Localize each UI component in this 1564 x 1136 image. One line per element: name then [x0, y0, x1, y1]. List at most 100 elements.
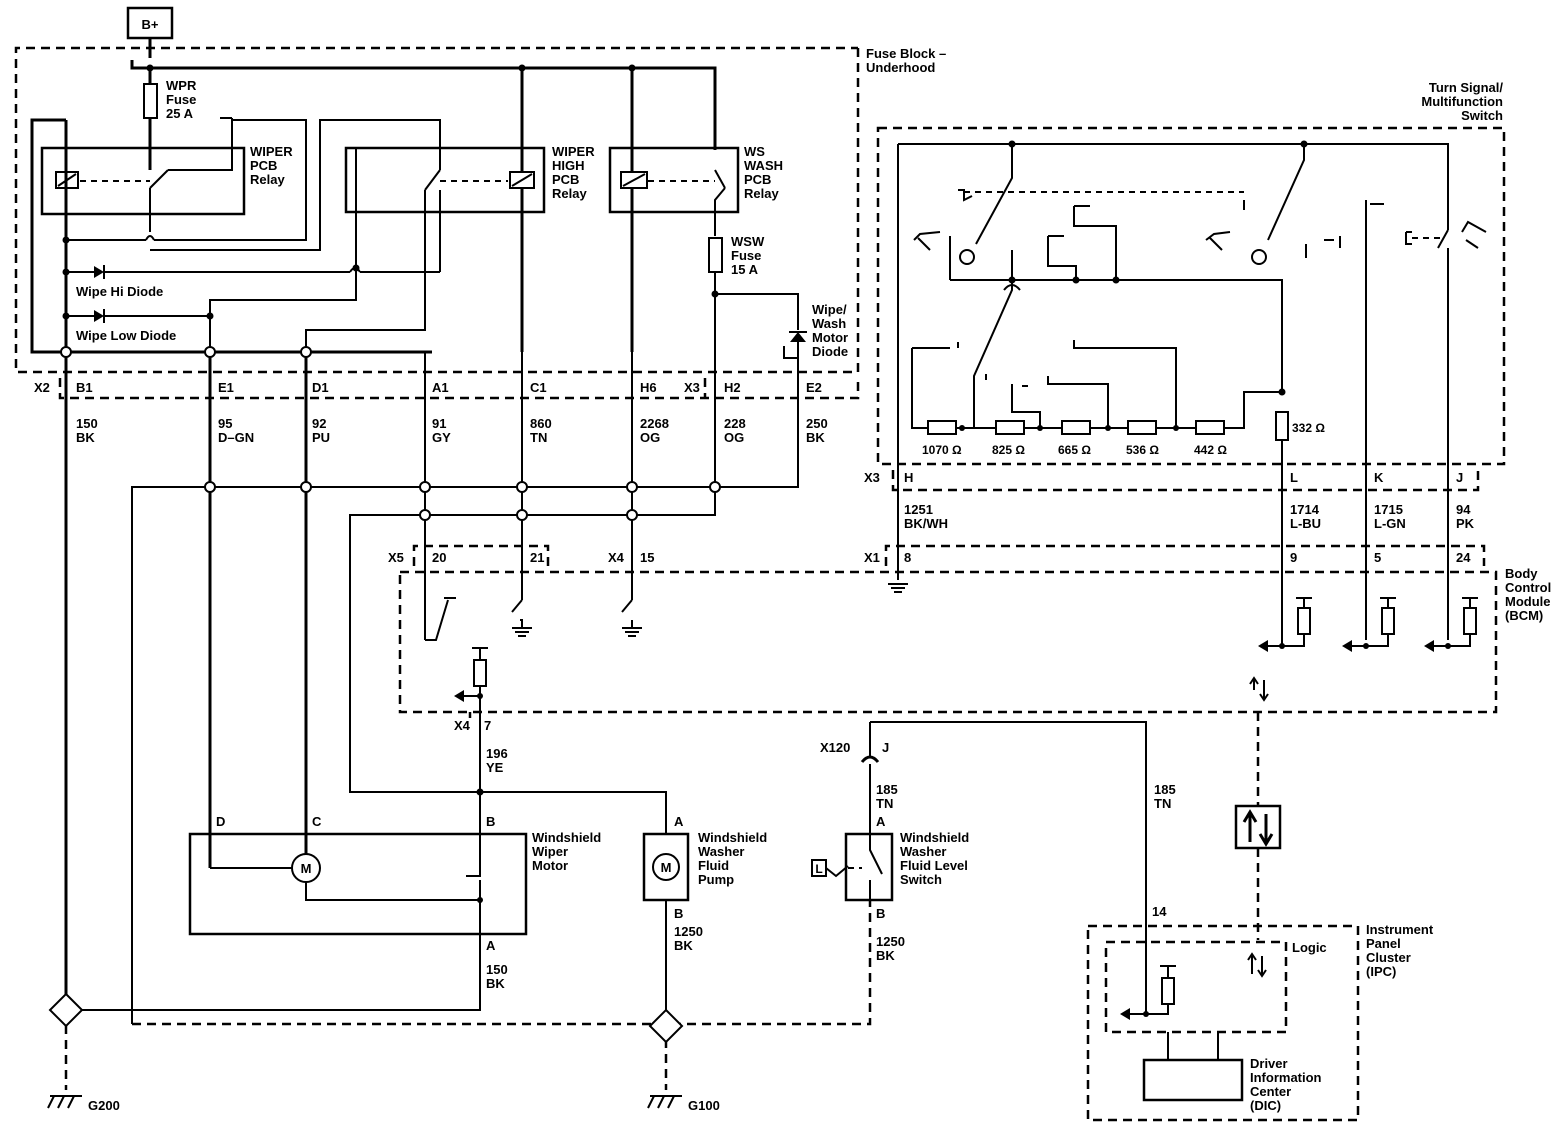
svg-text:H6: H6 — [640, 380, 657, 395]
svg-text:24: 24 — [1456, 550, 1471, 565]
connector-x3-fuse: X3 — [684, 380, 700, 395]
wiper-high-relay-contact — [424, 169, 441, 191]
connector-x5: X5 — [388, 550, 404, 565]
level-pin-b: B — [876, 906, 885, 921]
level-pin-a: A — [876, 814, 886, 829]
svg-text:665 Ω: 665 Ω — [1058, 443, 1091, 457]
splice-g100 — [648, 1008, 684, 1044]
ground-g100: G100 — [688, 1098, 720, 1113]
wiper-relay-box — [40, 146, 246, 216]
svg-text:D1: D1 — [312, 380, 329, 395]
connector-x4-top: X4 — [608, 550, 625, 565]
svg-text:A1: A1 — [432, 380, 449, 395]
svg-text:H2: H2 — [724, 380, 741, 395]
svg-text:20: 20 — [432, 550, 446, 565]
ws-wash-relay-box — [608, 146, 740, 214]
wpr-fuse — [143, 83, 158, 119]
ground-g200-symbol — [47, 1095, 82, 1109]
svg-text:21: 21 — [530, 550, 544, 565]
turn-switch-outline — [876, 126, 1506, 466]
pump-pin-a: A — [674, 814, 684, 829]
connector-x3-switch: X3 — [864, 470, 880, 485]
bcm-pin-7: 7 — [484, 718, 491, 733]
fuse-block-outline — [14, 46, 860, 374]
svg-text:A: A — [486, 938, 496, 953]
svg-text:95D–GN: 95D–GN — [218, 416, 254, 445]
washer-pump-symbol — [652, 853, 680, 881]
pump-pin-b: B — [674, 906, 683, 921]
ws-wash-relay-contact — [714, 169, 726, 189]
ground-g100-symbol — [647, 1095, 682, 1109]
x120-pin-j: J — [882, 740, 889, 755]
multifunction-switch-internals — [897, 140, 1487, 640]
ipc-pin-14: 14 — [1152, 904, 1167, 919]
connector-x2: X2 — [34, 380, 50, 395]
wiper-high-relay-box — [344, 146, 546, 214]
ipc-outline — [1086, 924, 1360, 1122]
bcm-outline — [398, 570, 1498, 714]
wiper-motor-box — [188, 832, 528, 936]
bcm-pins: 20 21 15 8 9 5 24 — [432, 550, 1471, 565]
svg-text:E1: E1 — [218, 380, 234, 395]
svg-text:D: D — [216, 814, 225, 829]
wiper-motor-pins: D C B A — [216, 814, 496, 953]
logic-label: Logic — [1292, 940, 1327, 955]
svg-text:9: 9 — [1290, 550, 1297, 565]
svg-text:M: M — [301, 861, 312, 876]
battery-label: B+ — [142, 17, 159, 32]
svg-text:C1: C1 — [530, 380, 547, 395]
wipe-hi-diode-label: Wipe Hi Diode — [76, 284, 163, 299]
svg-text:442 Ω: 442 Ω — [1194, 443, 1227, 457]
wiper-relay-contact — [149, 169, 169, 189]
svg-text:E2: E2 — [806, 380, 822, 395]
logic-outline — [1104, 940, 1288, 1034]
svg-text:B: B — [486, 814, 495, 829]
wsw-fuse — [708, 237, 723, 273]
svg-text:J: J — [1456, 470, 1463, 485]
svg-text:825 Ω: 825 Ω — [992, 443, 1025, 457]
svg-text:L: L — [1290, 470, 1298, 485]
switch-pins: H L K J — [904, 470, 1463, 485]
svg-text:8: 8 — [904, 550, 911, 565]
svg-text:332 Ω: 332 Ω — [1292, 421, 1325, 435]
svg-text:5: 5 — [1374, 550, 1381, 565]
fuse-block-label: Fuse Block –Underhood — [866, 46, 946, 75]
svg-text:536 Ω: 536 Ω — [1126, 443, 1159, 457]
resistor-labels: 1070 Ω 825 Ω 665 Ω 536 Ω 442 Ω 332 Ω — [922, 421, 1325, 457]
wipe-low-diode-label: Wipe Low Diode — [76, 328, 176, 343]
svg-text:K: K — [1374, 470, 1384, 485]
fuse-block-pins: B1 E1 D1 A1 C1 H6 H2 E2 — [76, 380, 822, 395]
bcm-internals — [425, 583, 1478, 860]
connector-x1: X1 — [864, 550, 880, 565]
connector-x120: X120 — [820, 740, 850, 755]
svg-text:L: L — [815, 862, 822, 876]
svg-text:B1: B1 — [76, 380, 93, 395]
